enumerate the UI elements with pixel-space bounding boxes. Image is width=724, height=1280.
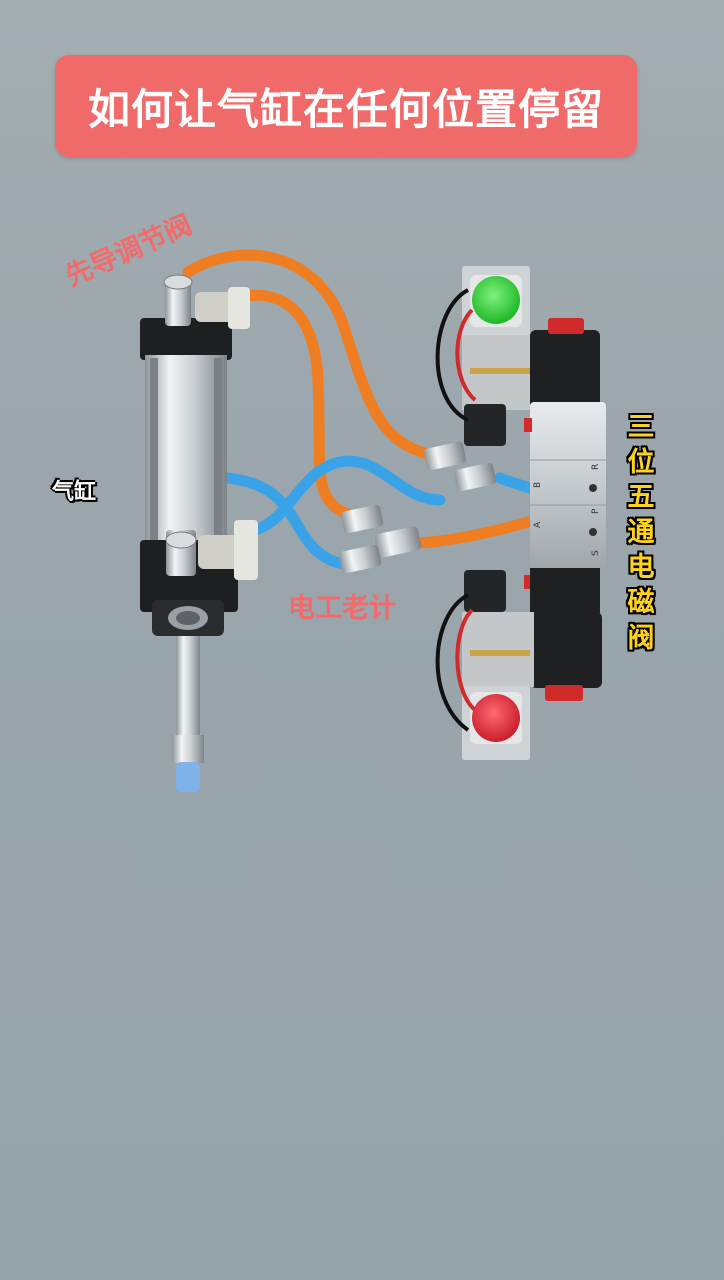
port-mark-b: B	[533, 482, 543, 488]
cylinder-label: 气缸	[52, 480, 97, 505]
solenoid-valve	[435, 266, 606, 760]
blue-air-tube-b	[249, 455, 536, 536]
orange-air-tube-lower	[239, 289, 534, 549]
orange-air-tube-upper	[182, 249, 436, 461]
green-push-button	[472, 276, 520, 324]
red-push-button	[472, 694, 520, 742]
page-title: 如何让气缸在任何位置停留	[87, 84, 604, 134]
pilot-valve-upper	[423, 441, 497, 492]
port-mark-r: R	[591, 464, 601, 470]
port-mark-p: P	[591, 508, 601, 514]
valve-port-marks: A B S P R	[533, 464, 601, 556]
watermark-label: 电工老计	[288, 593, 396, 624]
pilot-valve-lower	[338, 504, 422, 574]
port-mark-s: S	[591, 550, 601, 556]
title-banner: 如何让气缸在任何位置停留	[55, 55, 637, 157]
cylinder-top-fitting	[163, 274, 250, 329]
cylinder-bottom-fitting	[165, 520, 258, 580]
port-mark-a: A	[533, 521, 543, 528]
solenoid-valve-label: 三位五通电磁阀	[627, 412, 655, 654]
